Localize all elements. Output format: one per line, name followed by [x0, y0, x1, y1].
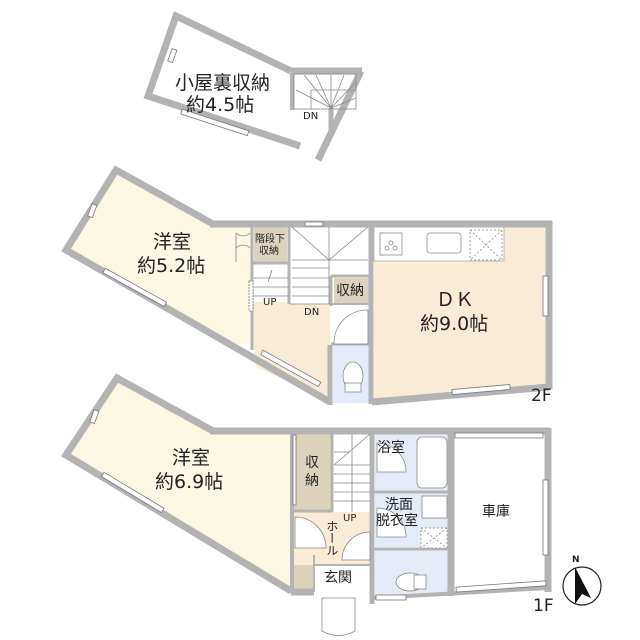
bathtub-icon	[416, 436, 448, 489]
compass: N	[560, 555, 604, 606]
storage-1f-fill	[294, 434, 331, 510]
stair-1f-lines	[333, 433, 371, 512]
attic-spiral-stair	[293, 73, 357, 110]
western-room-1f-door	[294, 516, 327, 549]
doors-1f	[294, 442, 407, 636]
stair-up-1f-label: UP	[343, 513, 357, 524]
dk-size: 約9.0帖	[420, 313, 489, 335]
hall-label: ホール	[324, 520, 339, 556]
stair-up-2f-label: UP	[263, 297, 277, 308]
garage-fill	[453, 431, 545, 594]
sink-icon	[426, 232, 462, 254]
attic-wall-right	[314, 69, 365, 162]
attic-room-fill	[148, 16, 346, 146]
western-room-1f-name: 洋室	[172, 447, 211, 469]
stair-down-2f-label: DN	[304, 307, 320, 318]
attic-stair-label: DN	[303, 111, 319, 122]
stair-2f-lines	[254, 226, 369, 305]
attic-walls	[143, 11, 302, 150]
washroom-door	[376, 507, 407, 538]
toilet-1f-fixture-icon	[395, 572, 427, 592]
kitchen-fixtures	[379, 229, 503, 261]
toilet-2f-door	[333, 309, 369, 345]
stair-1f	[334, 434, 371, 512]
north-arrow-icon	[562, 566, 602, 606]
storage-1f-label-2: 納	[305, 473, 319, 489]
windows-1f	[89, 409, 549, 601]
windows-2f	[87, 203, 549, 395]
attic-room-name: 小屋裏収納	[175, 72, 271, 94]
wall-2f-bottom	[371, 383, 550, 406]
floor-label-2f: 2F	[531, 386, 552, 406]
dk-fill	[374, 227, 546, 399]
washroom-label-2: 脱衣室	[376, 513, 418, 529]
western-room-2f-name: 洋室	[153, 231, 192, 253]
bathroom-label: 浴室	[377, 440, 405, 456]
attic-room-size: 約4.5帖	[186, 94, 255, 116]
washroom-label-1: 洗面	[385, 497, 413, 513]
bath-fixtures	[395, 436, 448, 592]
western-room-2f-size: 約5.2帖	[137, 255, 206, 277]
toilet-2f-fixture-icon	[342, 361, 364, 393]
western-room-2f-fill	[66, 170, 252, 344]
hall-to-washroom-door	[341, 531, 371, 561]
under-stair-storage-fill	[254, 227, 287, 263]
closet-doors-2f	[235, 232, 251, 262]
dk-name: ＤＫ	[436, 289, 475, 311]
attic-floor	[143, 11, 365, 162]
hallway-2f-fill	[252, 302, 330, 399]
under-stair-storage-label-1: 階段下	[255, 234, 285, 245]
western-room-1f-fill	[66, 378, 291, 588]
entrance-fill	[314, 565, 370, 591]
compass-north-label: N	[572, 555, 580, 565]
western-room-1f-size: 約6.9帖	[155, 471, 224, 493]
entrance-label: 玄関	[324, 570, 352, 586]
floor-label-1f: 1F	[533, 596, 554, 616]
entrance-door	[321, 597, 356, 636]
under-stair-storage-label-2: 収納	[259, 246, 279, 257]
washbasin-icon	[421, 495, 448, 519]
storage-2f-fill	[334, 278, 370, 304]
attic-windows	[167, 48, 250, 137]
garage-label: 車庫	[482, 504, 510, 520]
storage-1f-label-1: 収	[305, 455, 319, 471]
second-floor	[61, 165, 553, 406]
bathroom-door	[376, 442, 407, 473]
first-floor	[61, 373, 552, 636]
storage-2f-label: 収納	[336, 283, 364, 299]
